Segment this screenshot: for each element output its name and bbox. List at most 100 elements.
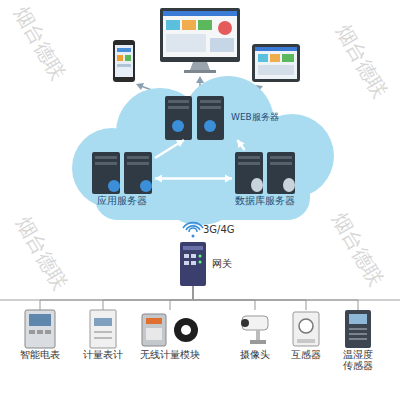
icon-part [270, 156, 292, 159]
icon-part [349, 333, 367, 335]
icon-part [270, 54, 280, 62]
icon-part [235, 152, 263, 194]
icon-part [117, 55, 123, 61]
connector-line [103, 286, 193, 310]
gateway-box: 网关 [180, 242, 232, 286]
node-label: WEB服务器 [231, 112, 279, 122]
sensor-icon [345, 310, 371, 348]
icon-part [29, 314, 51, 326]
icon-part [297, 339, 315, 343]
icon-part [25, 310, 55, 348]
monitor-icon [160, 8, 240, 73]
icon-part [191, 261, 196, 265]
icon-part [199, 255, 202, 258]
icon-part [95, 156, 117, 159]
icon-part [94, 318, 112, 326]
icon-part [160, 8, 240, 62]
meter-icon [25, 310, 55, 348]
connector-line [40, 286, 193, 310]
server-icon [92, 152, 152, 194]
connector [193, 286, 255, 310]
icon-part [255, 47, 297, 79]
wireless-module-icon [142, 314, 198, 346]
server-box: 应用服务器 [89, 150, 155, 207]
device-box: 无线计量模块 [139, 310, 201, 361]
icon-part [94, 331, 112, 333]
node-label: 网关 [212, 258, 232, 270]
connector [40, 286, 193, 310]
icon-part [349, 328, 367, 330]
gateway-icon [180, 242, 206, 286]
device-box: 摄像头 [239, 310, 271, 361]
icon-part [127, 162, 149, 165]
icon-part [95, 150, 310, 220]
node-label: 无线计量模块 [139, 350, 201, 361]
device-box: 互感器 [290, 310, 322, 361]
icon-part [92, 152, 120, 194]
node-label: 数据库服务器 [232, 196, 298, 207]
watermark: 烟台德联 [8, 2, 71, 85]
connector [193, 286, 306, 310]
icon-part [117, 48, 131, 52]
icon-part [191, 254, 196, 258]
connector-line [170, 286, 193, 310]
watermark: 烟台德联 [326, 208, 389, 291]
icon-part [146, 328, 162, 340]
cloud-shape [72, 76, 334, 225]
icon-part [184, 261, 189, 265]
icon-part [349, 338, 367, 340]
connector [103, 286, 193, 310]
icon-part [37, 330, 43, 334]
icon-part [299, 319, 313, 333]
icon-part [163, 11, 237, 16]
icon-part [183, 223, 203, 228]
icon-part [189, 228, 197, 232]
arrow-head [176, 140, 184, 147]
node-label: 计量表计 [82, 350, 124, 361]
icon-part [182, 20, 196, 30]
connector-line [193, 286, 358, 310]
icon-part [345, 310, 371, 348]
icon-part [166, 34, 206, 52]
arrow-head [237, 140, 244, 148]
icon-part [183, 246, 203, 250]
node-label: 摄像头 [239, 350, 271, 361]
icon-part [108, 180, 120, 192]
connector-line [193, 286, 255, 310]
icon-part [90, 310, 116, 348]
icon-part [283, 178, 295, 192]
icon-part [251, 178, 263, 192]
node-label: 互感器 [290, 350, 322, 361]
icon-part [238, 156, 260, 159]
camera-icon [241, 316, 268, 344]
device-box: 智能电表 [19, 310, 61, 361]
server-icon [235, 152, 295, 194]
icon-part [166, 20, 180, 30]
icon-part [282, 54, 294, 62]
icon-part [172, 120, 184, 132]
watermark: 烟台德联 [10, 212, 73, 295]
server-box: 数据库服务器 [232, 150, 298, 207]
connector-line [193, 286, 306, 310]
icon-part [199, 261, 202, 264]
connector-line [155, 177, 232, 180]
icon-part [186, 226, 200, 230]
arrow-head [155, 174, 162, 182]
icon-part [258, 54, 268, 62]
phone-icon [113, 40, 135, 82]
icon-part [168, 106, 189, 109]
connector-line [155, 140, 184, 158]
icon-part [242, 316, 268, 330]
icon-part [184, 70, 216, 73]
server-box: WEB服务器 [163, 94, 279, 140]
icon-part [200, 100, 221, 103]
icon-part [125, 55, 131, 61]
icon-part [267, 152, 295, 194]
icon-part [256, 330, 260, 340]
arrow-head [225, 174, 232, 182]
icon-part [238, 162, 260, 165]
tablet-icon [252, 44, 300, 82]
icon-part [181, 325, 191, 335]
din-meter-icon [90, 310, 116, 348]
